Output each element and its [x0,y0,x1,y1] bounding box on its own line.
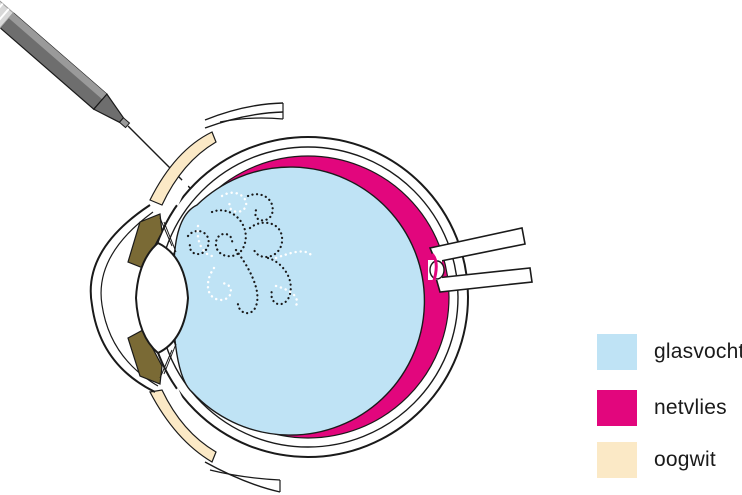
legend-swatch-glasvocht [597,334,637,370]
vitreous [174,167,424,435]
eye-cross-section [91,103,532,492]
legend-label-oogwit: oogwit [654,448,716,472]
legend-item-netvlies: netvlies [597,388,727,428]
legend-swatch-netvlies [597,390,637,426]
legend-swatch-oogwit [597,442,637,478]
syringe-icon [0,0,212,210]
legend-item-glasvocht: glasvocht [597,332,742,372]
legend-label-glasvocht: glasvocht [654,340,742,364]
legend-label-netvlies: netvlies [654,396,727,420]
legend-item-oogwit: oogwit [597,440,716,480]
